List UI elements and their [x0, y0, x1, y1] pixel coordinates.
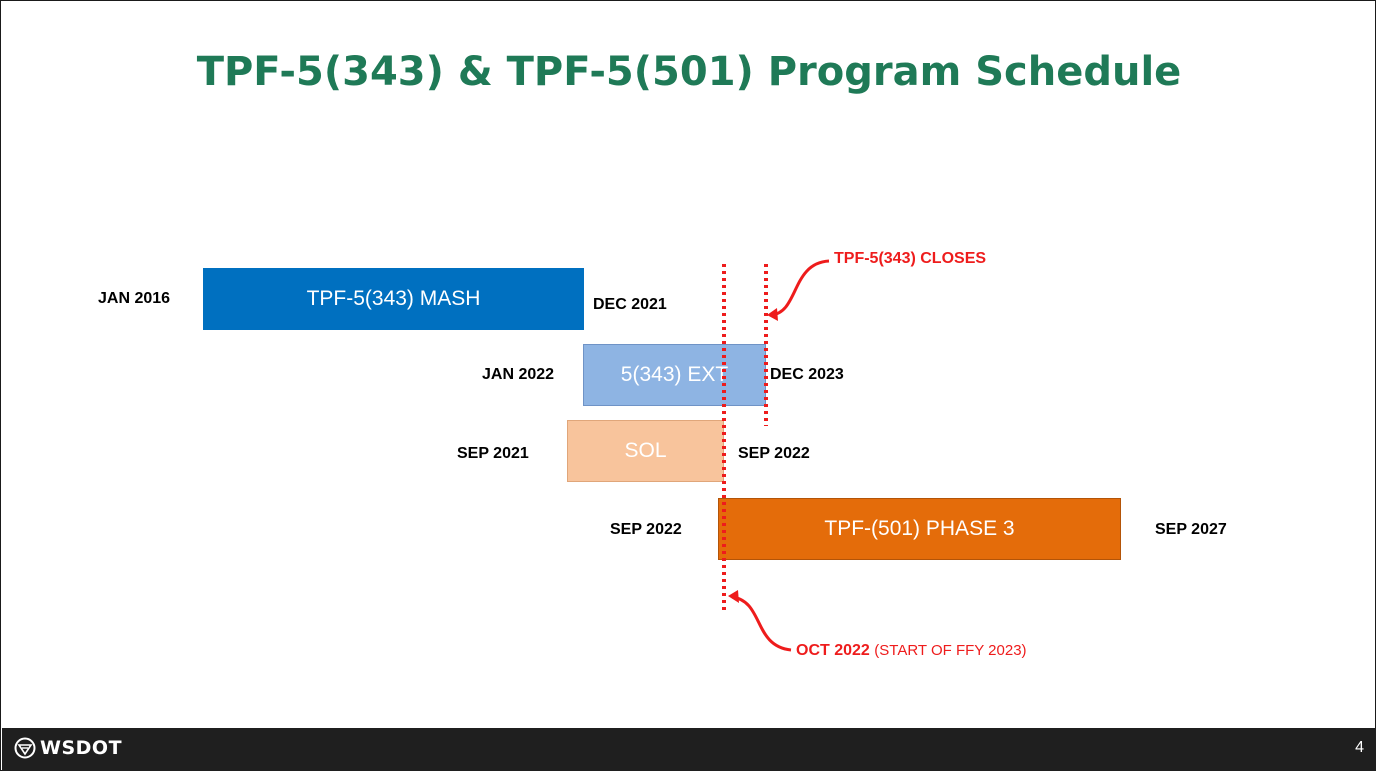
wsdot-logo-icon [14, 737, 36, 759]
closes-arrowhead [767, 308, 778, 321]
bar-sol: SOL [567, 420, 724, 482]
closes-arrow [770, 259, 830, 317]
bar-ext-end: DEC 2023 [770, 366, 844, 383]
bar-phase3-label: TPF-(501) PHASE 3 [824, 517, 1015, 540]
oct-callout-bold: OCT 2022 [796, 642, 870, 659]
footer-bar: WSDOT 4 [2, 728, 1376, 771]
bar-phase3-start: SEP 2022 [610, 521, 682, 538]
bar-ext-label: 5(343) EXT [620, 363, 729, 386]
closes-callout-text: TPF-5(343) CLOSES [834, 250, 987, 267]
bar-sol-label: SOL [624, 439, 667, 462]
slide-title: TPF-5(343) & TPF-5(501) Program Schedule [196, 49, 1182, 95]
bar-mash: TPF-5(343) MASH [203, 268, 584, 330]
wsdot-logo: WSDOT [14, 737, 122, 759]
bar-mash-label: TPF-5(343) MASH [306, 287, 481, 310]
oct-arrowhead [728, 590, 739, 603]
bar-ext-start: JAN 2022 [482, 366, 555, 383]
wsdot-logo-text: WSDOT [40, 737, 123, 759]
bar-sol-start: SEP 2021 [457, 445, 529, 462]
bar-phase3-end: SEP 2027 [1155, 521, 1227, 538]
page-number: 4 [1355, 739, 1364, 756]
bar-ext: 5(343) EXT [583, 344, 766, 406]
bar-mash-start: JAN 2016 [98, 290, 171, 307]
closes-callout: TPF-5(343) CLOSES [834, 250, 986, 268]
bar-sol-end: SEP 2022 [738, 445, 810, 462]
bar-mash-end: DEC 2021 [593, 296, 667, 313]
bar-phase3: TPF-(501) PHASE 3 [718, 498, 1121, 560]
oct-callout: OCT 2022 (START OF FFY 2023) [796, 642, 1027, 660]
oct-arrow [731, 595, 792, 652]
oct-callout-rest: (START OF FFY 2023) [874, 642, 1027, 659]
